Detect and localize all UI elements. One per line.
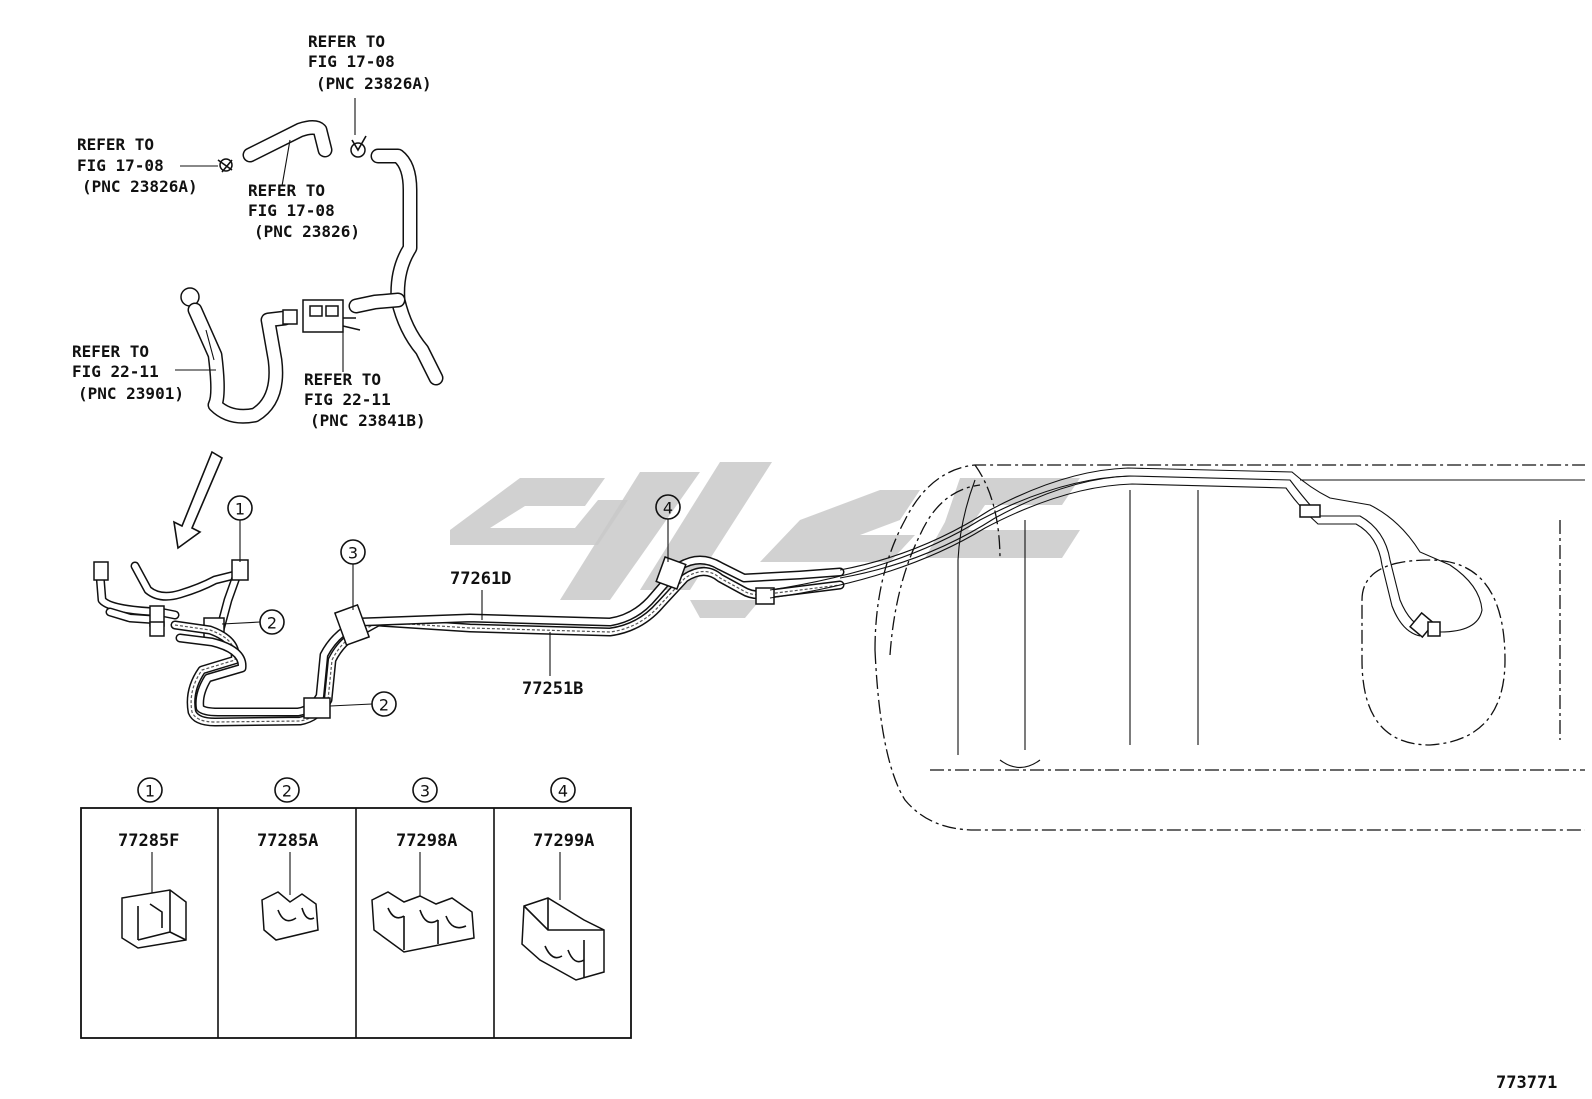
upper-hoses [175, 98, 444, 424]
svg-text:2: 2 [282, 782, 292, 801]
svg-text:(PNC 23826A): (PNC 23826A) [82, 177, 198, 196]
svg-text:(PNC 23826): (PNC 23826) [254, 222, 360, 241]
svg-text:2: 2 [267, 614, 277, 633]
svg-text:REFER TO: REFER TO [77, 135, 154, 154]
svg-text:REFER TO: REFER TO [304, 370, 381, 389]
reference-label-4: REFER TO FIG 22-11 (PNC 23901) [72, 342, 184, 403]
direction-arrow [172, 450, 224, 550]
tube-union [755, 587, 775, 605]
svg-text:77285F: 77285F [118, 831, 179, 851]
legend-cell-3: 3 77298A [371, 777, 475, 953]
hose-clamp-left [217, 158, 233, 173]
watermark-logo [450, 462, 1080, 618]
svg-text:1: 1 [235, 500, 245, 519]
fuel-connector [302, 299, 361, 333]
legend-cell-4: 4 77299A [521, 777, 605, 981]
tube-lower-label: 77251B [522, 679, 583, 699]
reference-label-3: REFER TO FIG 17-08 (PNC 23826) [248, 181, 360, 241]
svg-text:77299A: 77299A [533, 831, 594, 851]
svg-text:2: 2 [379, 696, 389, 715]
clip-3-installed [333, 603, 371, 647]
tube-labels: 77261D 77251B [450, 569, 583, 699]
svg-text:3: 3 [348, 544, 358, 563]
callout-2-left: 2 [221, 609, 285, 635]
clip-77285A-icon [261, 891, 319, 941]
fuel-tank [874, 464, 1585, 831]
tube-upper-label: 77261D [450, 569, 511, 589]
clip-77298A-icon [371, 891, 475, 953]
hose-clamp-top [350, 135, 367, 158]
legend-cell-2: 2 77285A [257, 777, 319, 941]
svg-text:4: 4 [558, 782, 568, 801]
figure-number: 773771 [1496, 1073, 1557, 1093]
svg-text:3: 3 [420, 782, 430, 801]
callout-1: 1 [227, 495, 253, 562]
svg-text:FIG 17-08: FIG 17-08 [248, 201, 335, 220]
legend-cell-1: 1 77285F [118, 777, 187, 949]
clip-2-installed-b [303, 697, 331, 719]
callout-2-lower: 2 [329, 691, 397, 717]
reference-label-1: REFER TO FIG 17-08 (PNC 23826A) [308, 32, 432, 93]
svg-text:1: 1 [145, 782, 155, 801]
svg-text:FIG 22-11: FIG 22-11 [72, 362, 159, 381]
filler-hose [180, 287, 298, 424]
clip-77285F-icon [121, 889, 187, 949]
clip-77299A-icon [521, 897, 605, 981]
svg-text:77285A: 77285A [257, 831, 318, 851]
svg-text:(PNC 23826A): (PNC 23826A) [316, 74, 432, 93]
fuel-tube-assembly [93, 467, 1483, 727]
svg-text:REFER TO: REFER TO [248, 181, 325, 200]
clip-4-installed [655, 556, 687, 590]
svg-text:(PNC 23901): (PNC 23901) [78, 384, 184, 403]
svg-text:FIG 17-08: FIG 17-08 [308, 52, 395, 71]
reference-label-5: REFER TO FIG 22-11 (PNC 23841B) [304, 370, 426, 430]
clip-legend: 1 77285F 2 77285A 3 77298A [80, 777, 632, 1039]
svg-text:FIG 17-08: FIG 17-08 [77, 156, 164, 175]
callout-3: 3 [340, 539, 366, 610]
reference-label-2: REFER TO FIG 17-08 (PNC 23826A) [77, 135, 198, 196]
svg-text:REFER TO: REFER TO [308, 32, 385, 51]
clip-1-installed [231, 559, 249, 581]
callouts: 1 2 3 2 4 [221, 494, 681, 717]
svg-text:4: 4 [663, 499, 673, 518]
svg-text:REFER TO: REFER TO [72, 342, 149, 361]
callout-4: 4 [655, 494, 681, 562]
svg-text:FIG 22-11: FIG 22-11 [304, 390, 391, 409]
svg-text:77298A: 77298A [396, 831, 457, 851]
svg-text:(PNC 23841B): (PNC 23841B) [310, 411, 426, 430]
